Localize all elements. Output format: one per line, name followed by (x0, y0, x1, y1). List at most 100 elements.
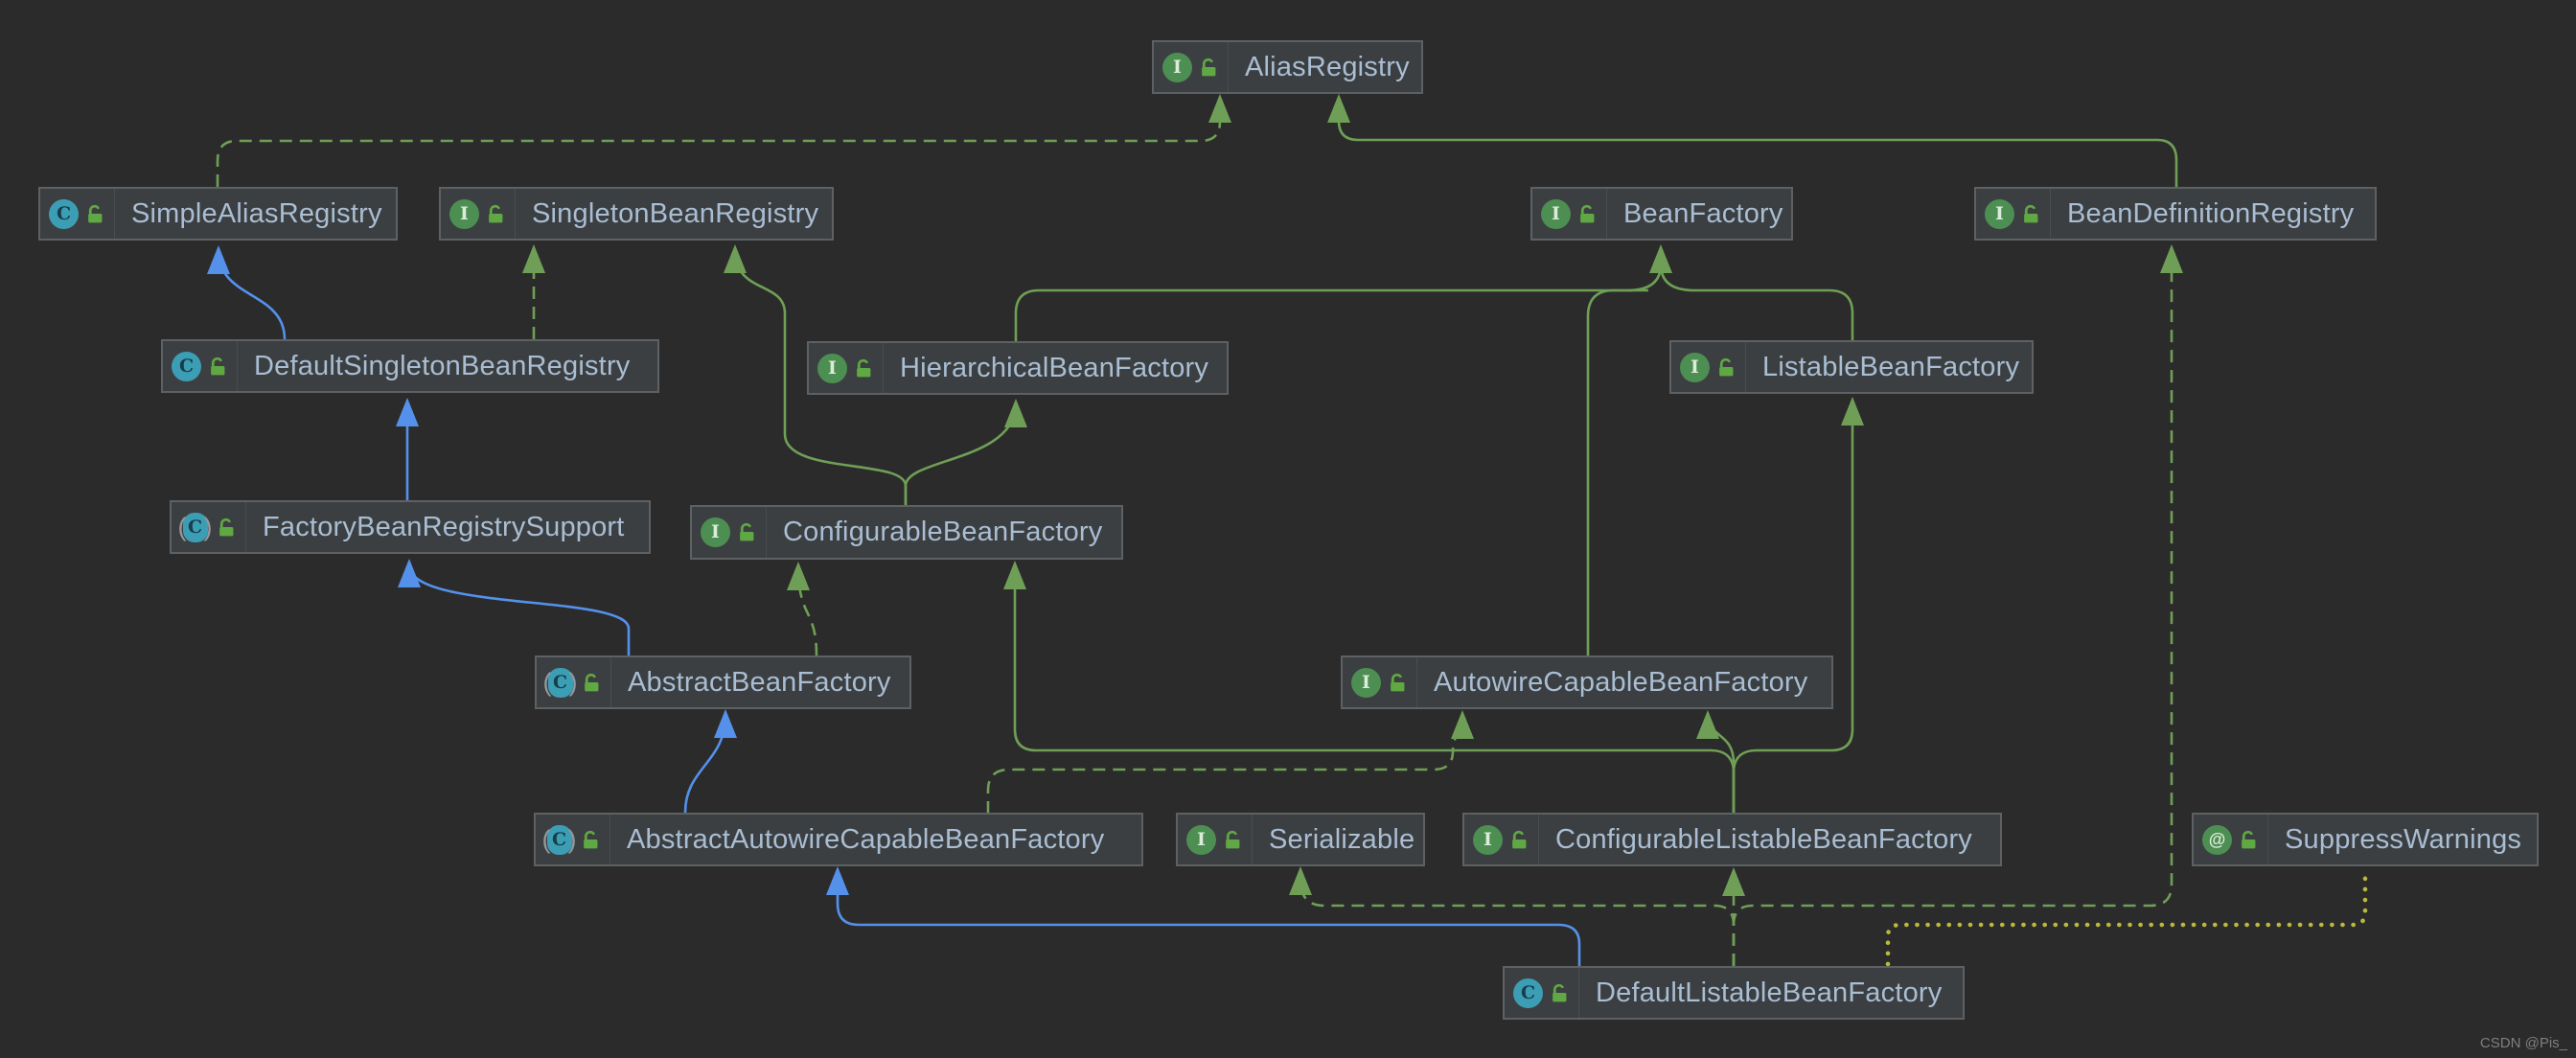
edge-configurable-listable-bean-factory-extends-autowire-capable-bean-factory-arrowhead[interactable] (1696, 710, 1719, 739)
node-default-singleton-bean-registry[interactable]: C DefaultSingletonBeanRegistry (161, 339, 659, 393)
interface-icon: I (1473, 824, 1503, 855)
class-icon: C (172, 351, 201, 381)
edge-listable-bean-factory-extends-bean-factory[interactable] (1659, 264, 1854, 340)
edge-configurable-listable-bean-factory-extends-configurable-bean-factory-arrowhead[interactable] (1003, 561, 1026, 589)
abstract-class-icon: (C) (177, 512, 213, 542)
node-abstract-autowire-capable-bean-factory[interactable]: (C) AbstractAutowireCapableBeanFactory (534, 813, 1143, 866)
edge-default-listable-bean-factory-implements-serializable[interactable] (1299, 871, 1736, 966)
public-lock-icon (1226, 830, 1240, 848)
edge-abstract-bean-factory-implements-configurable-bean-factory[interactable] (796, 565, 818, 656)
edge-abstract-bean-factory-extends-factory-bean-registry-support[interactable] (407, 564, 631, 656)
node-alias-registry[interactable]: I AliasRegistry (1152, 40, 1423, 94)
edge-bean-definition-registry-extends-alias-registry[interactable] (1337, 98, 2178, 187)
interface-icon: I (817, 353, 847, 383)
public-lock-icon (1552, 983, 1567, 1001)
class-name-label: AutowireCapableBeanFactory (1434, 666, 1808, 698)
class-name-label: AliasRegistry (1245, 51, 1410, 82)
edge-default-listable-bean-factory-implements-configurable-listable-bean-factory-arrowhead[interactable] (1722, 867, 1745, 896)
public-lock-icon (1202, 58, 1216, 76)
edge-configurable-listable-bean-factory-extends-listable-bean-factory[interactable] (1732, 402, 1854, 813)
node-autowire-capable-bean-factory[interactable]: I AutowireCapableBeanFactory (1341, 656, 1833, 709)
node-icon-cell: I (1532, 189, 1607, 239)
edge-default-listable-bean-factory-extends-abstract-autowire-capable-bean-factory[interactable] (836, 872, 1581, 966)
node-icon-cell: I (1178, 815, 1253, 864)
edge-abstract-autowire-capable-bean-factory-extends-abstract-bean-factory-arrowhead[interactable] (714, 709, 737, 738)
edge-configurable-listable-bean-factory-extends-configurable-bean-factory[interactable] (1013, 566, 1736, 813)
class-name-label: HierarchicalBeanFactory (900, 352, 1209, 383)
class-name-label: AbstractAutowireCapableBeanFactory (627, 823, 1105, 855)
node-configurable-bean-factory[interactable]: I ConfigurableBeanFactory (690, 505, 1123, 560)
node-icon-cell: C (40, 189, 115, 239)
edge-default-listable-bean-factory-extends-abstract-autowire-capable-bean-factory-arrowhead[interactable] (826, 866, 849, 895)
annotation-icon: @ (2202, 824, 2232, 855)
edge-default-listable-bean-factory-implements-bean-definition-registry-arrowhead[interactable] (2160, 244, 2183, 273)
node-icon-cell: I (1464, 815, 1539, 864)
public-lock-icon (219, 518, 234, 536)
edge-configurable-bean-factory-extends-hierarchical-bean-factory-arrowhead[interactable] (1004, 399, 1027, 427)
public-lock-icon (2024, 204, 2038, 222)
edge-simple-alias-registry-implements-alias-registry-arrowhead[interactable] (1208, 94, 1231, 123)
node-icon-cell: I (692, 507, 767, 558)
node-bean-factory[interactable]: I BeanFactory (1530, 187, 1793, 241)
edge-default-singleton-bean-registry-extends-simple-alias-registry-arrowhead[interactable] (207, 245, 230, 274)
edge-default-singleton-bean-registry-extends-simple-alias-registry[interactable] (217, 250, 287, 340)
node-hierarchical-bean-factory[interactable]: I HierarchicalBeanFactory (807, 341, 1229, 395)
abstract-class-icon: (C) (541, 824, 577, 855)
node-icon-cell: @ (2194, 815, 2268, 864)
node-icon-cell: I (1343, 657, 1417, 707)
class-name-label: ConfigurableBeanFactory (783, 517, 1103, 547)
edge-abstract-bean-factory-implements-configurable-bean-factory-arrowhead[interactable] (787, 562, 810, 590)
edge-factory-bean-registry-support-extends-default-singleton-bean-registry-arrowhead[interactable] (396, 398, 419, 426)
edge-default-listable-bean-factory-implements-serializable-arrowhead[interactable] (1289, 866, 1312, 895)
edge-configurable-bean-factory-extends-singleton-bean-registry-arrowhead[interactable] (724, 244, 747, 273)
node-icon-cell: C (1505, 968, 1579, 1018)
node-serializable[interactable]: I Serializable (1176, 813, 1425, 866)
edge-bean-definition-registry-extends-alias-registry-arrowhead[interactable] (1327, 94, 1350, 123)
public-lock-icon (2242, 830, 2256, 848)
edge-simple-alias-registry-implements-alias-registry[interactable] (216, 98, 1222, 187)
public-lock-icon (1391, 673, 1405, 691)
node-icon-cell: (C) (172, 502, 246, 552)
edge-configurable-listable-bean-factory-extends-listable-bean-factory-arrowhead[interactable] (1841, 397, 1864, 426)
abstract-class-icon: (C) (542, 667, 578, 698)
node-default-listable-bean-factory[interactable]: C DefaultListableBeanFactory (1503, 966, 1965, 1020)
node-listable-bean-factory[interactable]: I ListableBeanFactory (1669, 340, 2034, 394)
edge-hierarchical-bean-factory-extends-bean-factory[interactable] (1014, 249, 1663, 341)
node-icon-cell: I (441, 189, 516, 239)
edge-configurable-bean-factory-extends-singleton-bean-registry[interactable] (733, 249, 908, 505)
interface-icon: I (1351, 667, 1381, 698)
edge-configurable-bean-factory-extends-hierarchical-bean-factory[interactable] (904, 402, 1018, 505)
node-abstract-bean-factory[interactable]: (C) AbstractBeanFactory (535, 656, 911, 709)
interface-icon: I (449, 198, 479, 229)
interface-icon: I (1162, 52, 1192, 82)
class-name-label: SuppressWarnings (2285, 823, 2522, 855)
public-lock-icon (1719, 357, 1734, 376)
edge-default-singleton-bean-registry-implements-singleton-bean-registry-arrowhead[interactable] (522, 244, 545, 273)
edge-abstract-autowire-capable-bean-factory-implements-autowire-capable-bean-factory-arrowhead[interactable] (1451, 710, 1474, 739)
node-icon-cell: (C) (537, 657, 611, 707)
node-singleton-bean-registry[interactable]: I SingletonBeanRegistry (439, 187, 834, 241)
class-name-label: DefaultSingletonBeanRegistry (254, 350, 631, 381)
edge-hierarchical-bean-factory-extends-bean-factory-arrowhead[interactable] (1649, 244, 1672, 273)
class-name-label: BeanFactory (1623, 197, 1783, 229)
edge-autowire-capable-bean-factory-extends-bean-factory[interactable] (1586, 288, 1648, 656)
public-lock-icon (489, 204, 503, 222)
node-icon-cell: I (1671, 342, 1746, 392)
node-configurable-listable-bean-factory[interactable]: I ConfigurableListableBeanFactory (1462, 813, 2002, 866)
public-lock-icon (585, 673, 599, 691)
class-name-label: ListableBeanFactory (1762, 351, 2020, 382)
class-name-label: FactoryBeanRegistrySupport (263, 511, 625, 542)
edge-abstract-autowire-capable-bean-factory-implements-autowire-capable-bean-factory[interactable] (986, 714, 1464, 814)
edge-default-listable-bean-factory-annotated-with-suppress-warnings[interactable] (1885, 867, 2368, 967)
node-simple-alias-registry[interactable]: C SimpleAliasRegistry (38, 187, 398, 241)
class-name-label: DefaultListableBeanFactory (1596, 977, 1943, 1008)
interface-icon: I (1186, 824, 1216, 855)
node-bean-definition-registry[interactable]: I BeanDefinitionRegistry (1974, 187, 2377, 241)
node-factory-bean-registry-support[interactable]: (C) FactoryBeanRegistrySupport (170, 500, 651, 554)
edge-abstract-bean-factory-extends-factory-bean-registry-support-arrowhead[interactable] (398, 559, 421, 587)
edge-default-listable-bean-factory-implements-bean-definition-registry[interactable] (1732, 250, 2174, 966)
node-icon-cell: I (1976, 189, 2051, 239)
class-name-label: SimpleAliasRegistry (131, 197, 382, 229)
node-suppress-warnings[interactable]: @ SuppressWarnings (2192, 813, 2539, 866)
class-name-label: AbstractBeanFactory (628, 666, 891, 698)
